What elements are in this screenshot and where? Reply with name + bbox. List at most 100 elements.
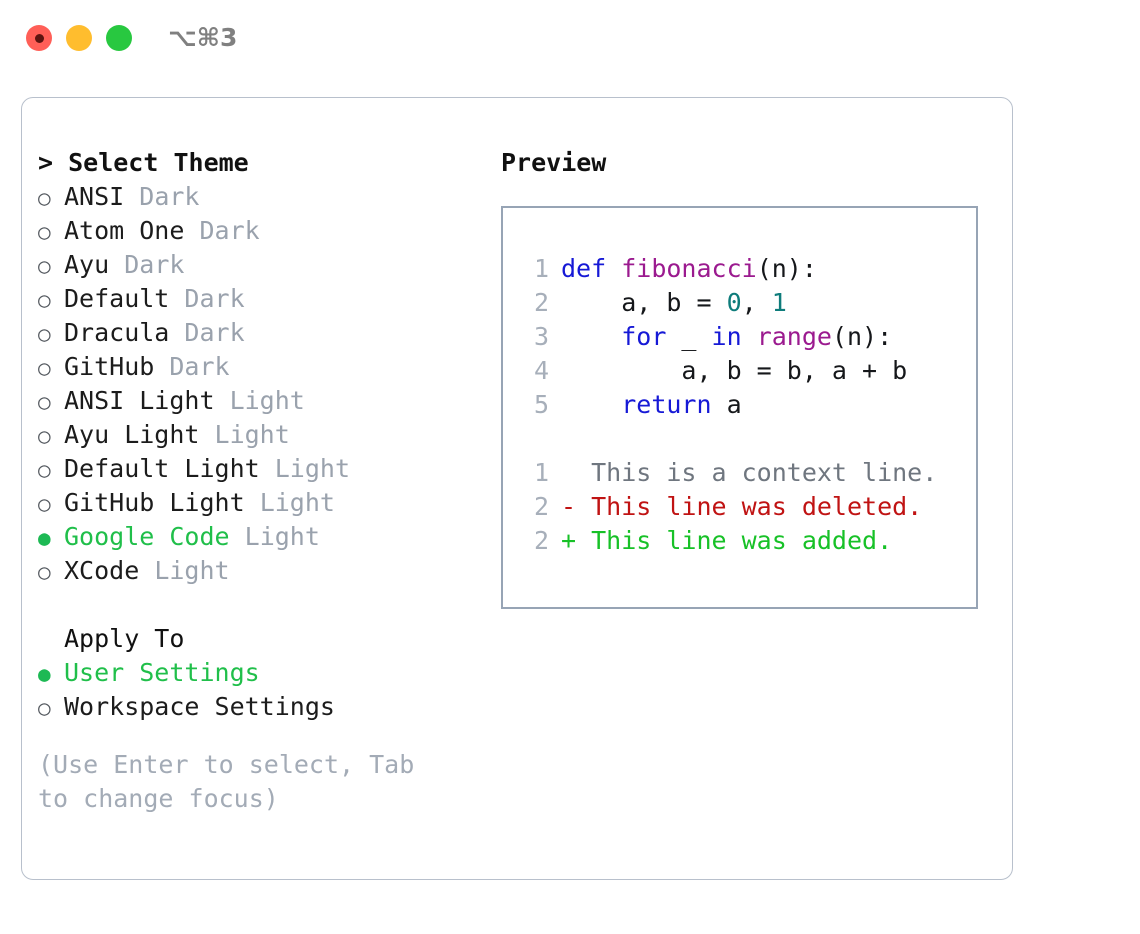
- apply-to-header-label: Apply To: [64, 624, 185, 653]
- theme-list-item[interactable]: ○ANSI Light Light: [38, 384, 488, 418]
- code-line-text: for _ in range(n):: [561, 320, 892, 354]
- code-line: 3 for _ in range(n):: [521, 320, 976, 354]
- radio-unselected-icon: ○: [38, 560, 51, 584]
- maximize-window-button[interactable]: [106, 25, 132, 51]
- close-window-button[interactable]: [26, 25, 52, 51]
- theme-kind-label: Light: [274, 454, 350, 483]
- theme-name-label: GitHub: [64, 352, 155, 381]
- theme-name-label: GitHub Light: [64, 488, 245, 517]
- code-token: ,: [741, 288, 772, 317]
- minimize-window-button[interactable]: [66, 25, 92, 51]
- code-line: 5 return a: [521, 388, 976, 422]
- theme-name-label: Ayu Light: [64, 420, 200, 449]
- radio-unselected-icon: ○: [38, 458, 51, 482]
- code-token: (n):: [831, 322, 893, 351]
- theme-kind-label: Dark: [169, 352, 230, 381]
- preview-title: Preview: [501, 148, 607, 177]
- apply-to-label: User Settings: [64, 658, 260, 687]
- code-line-number: 1: [533, 254, 549, 283]
- apply-to-header-row: ○ Apply To: [38, 622, 488, 656]
- theme-name-label: Atom One: [64, 216, 185, 245]
- diff-line: 1 This is a context line.: [521, 456, 976, 490]
- theme-name-label: ANSI Light: [64, 386, 215, 415]
- label-gap: [169, 316, 184, 350]
- label-gap: [184, 214, 199, 248]
- code-line: 1 def fibonacci(n):: [521, 252, 976, 286]
- code-token: (n):: [756, 254, 817, 283]
- theme-list-item[interactable]: ○ Default Light Light: [38, 452, 488, 486]
- theme-list-item[interactable]: ○Ayu Light Light: [38, 418, 488, 452]
- diff-line: 2 - This line was deleted.: [521, 490, 976, 524]
- radio-selected-icon: ●: [38, 526, 51, 550]
- label-gap: [199, 418, 214, 452]
- theme-list-item[interactable]: ○ Dracula Dark: [38, 316, 488, 350]
- theme-kind-label: Light: [259, 488, 335, 517]
- select-theme-header: > Select Theme: [38, 148, 249, 177]
- theme-list-item[interactable]: ○ XCode Light: [38, 554, 488, 588]
- theme-kind-label: Light: [244, 522, 320, 551]
- code-line-text: def fibonacci(n):: [561, 252, 817, 286]
- code-token: return: [621, 390, 712, 419]
- theme-list-item[interactable]: ○Default Dark: [38, 282, 488, 316]
- theme-kind-label: Light: [229, 386, 305, 415]
- code-token: _: [666, 322, 712, 351]
- code-token: in: [711, 322, 757, 351]
- diff-line-text: - This line was deleted.: [561, 492, 923, 521]
- label-gap: [154, 350, 169, 384]
- code-token: a, b =: [561, 288, 727, 317]
- code-token: [561, 390, 621, 419]
- label-gap: [260, 452, 275, 486]
- theme-list-item[interactable]: ●Google Code Light: [38, 520, 488, 554]
- apply-to-item[interactable]: ● User Settings: [38, 656, 488, 690]
- theme-name-label: Default Light: [64, 454, 260, 483]
- list-spacer: [38, 588, 488, 622]
- radio-unselected-icon: ○: [38, 322, 51, 346]
- theme-kind-label: Dark: [184, 284, 245, 313]
- theme-name-label: Default: [64, 284, 170, 313]
- code-token: a: [711, 390, 742, 419]
- code-token: [561, 322, 621, 351]
- theme-kind-label: Dark: [184, 318, 245, 347]
- diff-line-text: This is a context line.: [561, 458, 938, 487]
- code-line-text: return a: [561, 388, 742, 422]
- theme-kind-label: Light: [214, 420, 290, 449]
- radio-unselected-icon: ○: [38, 220, 51, 244]
- theme-name-label: Ayu: [64, 250, 110, 279]
- theme-kind-label: Light: [154, 556, 230, 585]
- label-gap: [139, 554, 154, 588]
- theme-list: ○ANSI Dark○Atom One Dark○Ayu Dark○Defaul…: [38, 180, 488, 588]
- label-gap: [169, 282, 184, 316]
- window-controls: [26, 25, 132, 51]
- code-line-text: a, b = b, a + b: [561, 354, 907, 388]
- apply-to-item[interactable]: ○Workspace Settings: [38, 690, 488, 724]
- label-gap: [230, 520, 245, 554]
- code-token: 0: [726, 288, 742, 317]
- label-gap: [124, 180, 139, 214]
- code-token: def: [561, 254, 622, 283]
- radio-unselected-icon: ○: [38, 254, 51, 278]
- radio-selected-icon: ●: [38, 662, 51, 686]
- theme-name-label: XCode: [64, 556, 140, 585]
- theme-name-label: Dracula: [64, 318, 170, 347]
- main-panel: > Select Theme ○ANSI Dark○Atom One Dark○…: [21, 97, 1013, 880]
- code-token: 1: [771, 288, 787, 317]
- code-token: fibonacci: [621, 254, 757, 283]
- theme-list-item[interactable]: ○ GitHub Dark: [38, 350, 488, 384]
- diff-line-number: 1: [533, 458, 549, 487]
- theme-list-item[interactable]: ○ANSI Dark: [38, 180, 488, 214]
- diff-line-number: 2: [533, 526, 549, 555]
- theme-kind-label: Dark: [199, 216, 260, 245]
- theme-selector-column: > Select Theme ○ANSI Dark○Atom One Dark○…: [38, 146, 488, 816]
- code-token: range: [756, 322, 832, 351]
- code-line-number: 5: [533, 390, 549, 419]
- theme-list-item[interactable]: ○Ayu Dark: [38, 248, 488, 282]
- theme-name-label: ANSI: [64, 182, 125, 211]
- diff-line-number: 2: [533, 492, 549, 521]
- theme-kind-label: Dark: [139, 182, 200, 211]
- preview-spacer: [521, 422, 976, 456]
- theme-list-item[interactable]: ○ GitHub Light Light: [38, 486, 488, 520]
- theme-list-item[interactable]: ○ Atom One Dark: [38, 214, 488, 248]
- radio-unselected-icon: ○: [38, 356, 51, 380]
- radio-unselected-icon: ○: [38, 492, 51, 516]
